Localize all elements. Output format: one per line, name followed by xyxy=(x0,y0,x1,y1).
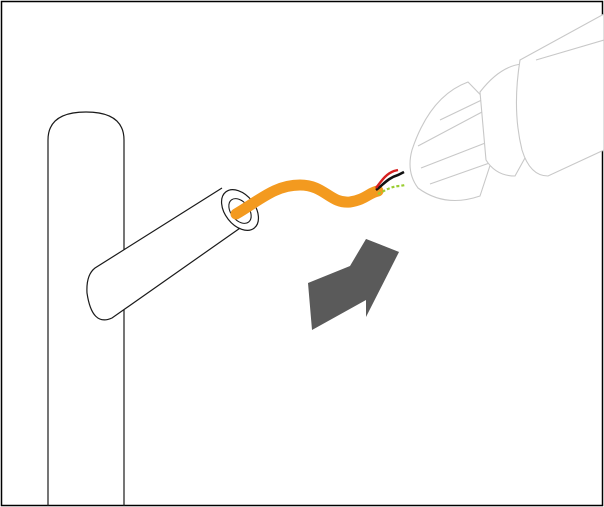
cable-sheath xyxy=(230,179,384,220)
connector-grip-line-1 xyxy=(417,111,483,147)
connector-icon xyxy=(409,13,604,201)
wire-green-yellow xyxy=(377,183,406,195)
cable-icon xyxy=(230,168,406,220)
arrow-right-up-icon xyxy=(308,239,399,330)
pole-outline xyxy=(47,111,125,506)
arrow-shaft xyxy=(308,239,399,330)
connector-grip-line-2 xyxy=(420,139,494,169)
wire-red xyxy=(375,168,399,189)
wire-black xyxy=(375,170,405,192)
pole-icon xyxy=(47,111,125,506)
tube-body xyxy=(86,187,244,321)
connector-body-line xyxy=(535,39,604,61)
connector-grip-line-3 xyxy=(429,159,499,185)
connector-body xyxy=(515,13,604,177)
